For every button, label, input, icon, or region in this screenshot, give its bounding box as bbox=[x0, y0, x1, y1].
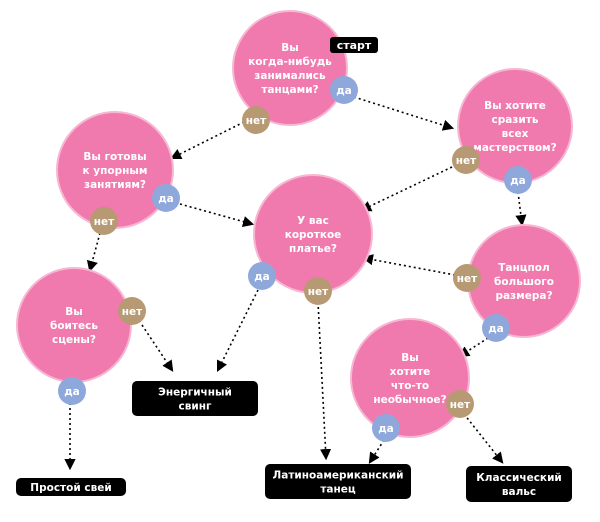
answer-yes-circle: да bbox=[504, 166, 532, 194]
answer-yes-label: да bbox=[64, 386, 80, 398]
arrow-q3-yes bbox=[179, 203, 255, 227]
question-q6-line: Вы bbox=[65, 306, 83, 318]
answer-yes-circle: да bbox=[152, 184, 180, 212]
start-label-text: старт bbox=[337, 39, 372, 52]
arrow-q4-yes bbox=[216, 289, 259, 373]
result-r3-line: танец bbox=[320, 484, 356, 496]
start-label: старт bbox=[330, 37, 378, 53]
answer-circles: да нет нет да да нет да нет нет да нет да да нет bbox=[58, 76, 532, 442]
arrow-q2-no bbox=[359, 166, 453, 212]
answer-yes-circle: да bbox=[330, 76, 358, 104]
answer-no-label: нет bbox=[308, 286, 329, 298]
answer-yes-circle: да bbox=[372, 414, 400, 442]
answer-yes-circle: да bbox=[58, 377, 86, 405]
question-q2-line: сразить bbox=[491, 114, 538, 126]
question-bubble-q4: У вас короткое платье? bbox=[253, 174, 373, 294]
arrow-q5-yes bbox=[458, 337, 489, 358]
answer-no-circle: нет bbox=[90, 207, 118, 235]
answer-yes-label: да bbox=[336, 85, 352, 97]
question-q4-line: У вас bbox=[297, 215, 329, 227]
result-r4-line: вальс bbox=[502, 486, 536, 498]
question-q1-line: танцами? bbox=[261, 84, 318, 96]
question-q7-line: что-то bbox=[391, 380, 429, 392]
result-r4-line: Классический bbox=[476, 472, 562, 484]
arrow-q5-no bbox=[361, 254, 456, 276]
question-q5-line: Танцпол bbox=[498, 262, 549, 274]
question-q4-line: короткое bbox=[285, 229, 342, 241]
answer-no-circle: нет bbox=[453, 264, 481, 292]
arrow-q7-no bbox=[463, 413, 504, 464]
question-q4-line: платье? bbox=[289, 243, 337, 255]
question-q3-line: к упорным bbox=[83, 165, 148, 177]
answer-yes-circle: да bbox=[482, 314, 510, 342]
result-box-r3: Латиноамериканский танец bbox=[265, 464, 411, 499]
arrow-q1-no bbox=[169, 121, 245, 160]
answer-no-label: нет bbox=[246, 115, 267, 127]
question-q7-line: хотите bbox=[390, 366, 431, 378]
result-r3-line: Латиноамериканский bbox=[273, 470, 404, 482]
question-q5-line: размера? bbox=[495, 290, 552, 302]
answer-yes-label: да bbox=[378, 423, 394, 435]
arrow-q4-no bbox=[317, 301, 332, 461]
answer-no-circle: нет bbox=[452, 146, 480, 174]
question-q7-line: Вы bbox=[401, 352, 419, 364]
question-q3-line: Вы готовы bbox=[83, 151, 146, 163]
result-r1-line: Энергичный bbox=[158, 387, 232, 399]
arrow-q3-no bbox=[86, 232, 101, 273]
question-q3-line: занятиям? bbox=[84, 179, 146, 191]
answer-no-circle: нет bbox=[304, 277, 332, 305]
question-q1-line: занимались bbox=[254, 70, 326, 82]
answer-no-label: нет bbox=[94, 216, 115, 228]
question-bubble-q5: Танцпол большого размера? bbox=[467, 224, 581, 338]
answer-no-circle: нет bbox=[118, 297, 146, 325]
result-r2-line: Простой свей bbox=[30, 482, 111, 494]
answer-yes-label: да bbox=[254, 271, 270, 283]
question-bubble-q1: Вы когда-нибудь занимались танцами? bbox=[232, 10, 348, 126]
answer-no-label: нет bbox=[122, 306, 143, 318]
result-box-r4: Классический вальс bbox=[466, 466, 572, 502]
result-box-r1: Энергичный свинг bbox=[132, 381, 258, 416]
result-r1-line: свинг bbox=[179, 401, 212, 413]
answer-no-circle: нет bbox=[446, 390, 474, 418]
question-bubble-q2: Вы хотите сразить всех мастерством? bbox=[457, 68, 573, 184]
answer-yes-circle: да bbox=[248, 262, 276, 290]
arrow-q6-no bbox=[141, 324, 174, 372]
arrow-q1-yes bbox=[353, 96, 455, 131]
result-box-r2: Простой свей bbox=[16, 478, 126, 496]
answer-yes-label: да bbox=[488, 323, 504, 335]
answer-no-label: нет bbox=[457, 273, 478, 285]
arrow-q7-yes bbox=[368, 439, 385, 464]
question-q2-line: Вы хотите bbox=[484, 100, 546, 112]
question-q6-line: боитесь bbox=[50, 320, 98, 332]
answer-no-circle: нет bbox=[242, 106, 270, 134]
answer-no-label: нет bbox=[450, 399, 471, 411]
question-q2-line: мастерством? bbox=[473, 142, 556, 154]
question-bubble-q6: Вы боитесь сцены? bbox=[16, 267, 132, 383]
question-q5-line: большого bbox=[494, 276, 554, 288]
answer-yes-label: да bbox=[510, 175, 526, 187]
question-bubble-q7: Вы хотите что-то необычное? bbox=[350, 318, 470, 438]
question-q7-line: необычное? bbox=[373, 394, 446, 406]
question-q1-line: Вы bbox=[281, 42, 299, 54]
arrow-q2-yes bbox=[515, 191, 527, 227]
question-bubble-q3: Вы готовы к упорным занятиям? bbox=[56, 111, 174, 229]
answer-yes-label: да bbox=[158, 193, 174, 205]
connector-arrows bbox=[64, 96, 527, 471]
question-q1-line: когда-нибудь bbox=[248, 56, 332, 68]
question-q6-line: сцены? bbox=[52, 334, 96, 346]
answer-no-label: нет bbox=[456, 155, 477, 167]
question-bubbles: Вы когда-нибудь занимались танцами? Вы хотит… bbox=[16, 10, 581, 438]
question-q2-line: всех bbox=[502, 128, 529, 140]
